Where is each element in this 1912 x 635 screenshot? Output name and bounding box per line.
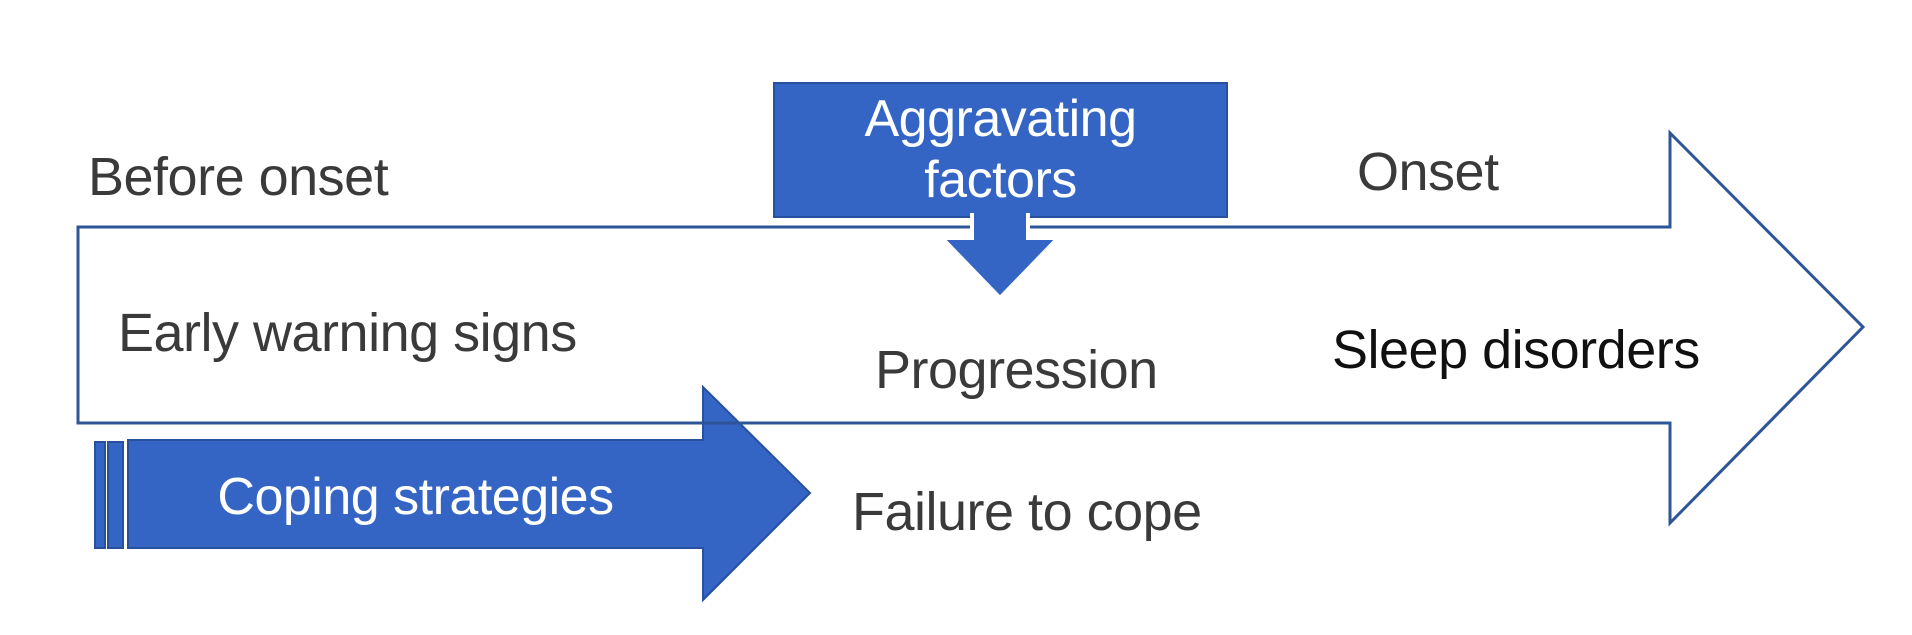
sleep-disorders-label: Sleep disorders bbox=[1332, 320, 1700, 380]
aggravating-factors-line1: Aggravating bbox=[864, 90, 1137, 148]
stripe-1 bbox=[94, 441, 106, 549]
aggravating-factors-box: Aggravating factors bbox=[773, 82, 1228, 218]
striped-right-arrow-shape bbox=[94, 384, 812, 603]
aggravating-factors-line2: factors bbox=[924, 151, 1077, 209]
right-arrow-outline-stroke bbox=[76, 129, 1866, 527]
coping-strategies-label: Coping strategies bbox=[217, 468, 614, 526]
early-warning-signs-label: Early warning signs bbox=[118, 303, 577, 363]
coping-arrow-body bbox=[127, 384, 812, 603]
stripe-2 bbox=[107, 441, 124, 549]
progression-label: Progression bbox=[875, 340, 1158, 400]
down-arrow-icon bbox=[937, 213, 1063, 301]
before-onset-label: Before onset bbox=[88, 147, 389, 207]
right-arrow-outline-fill bbox=[78, 133, 1863, 523]
failure-to-cope-label: Failure to cope bbox=[852, 482, 1202, 542]
onset-label: Onset bbox=[1357, 142, 1499, 202]
